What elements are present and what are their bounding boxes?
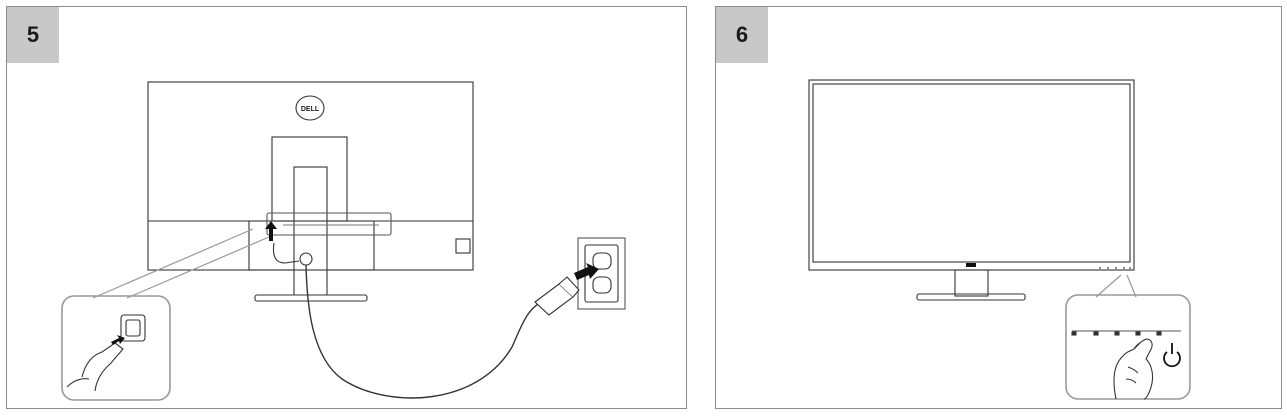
monitor-front xyxy=(808,79,1135,271)
power-icon xyxy=(1163,343,1181,368)
dell-logo xyxy=(295,95,325,121)
right-arrow-icon xyxy=(574,263,599,280)
monitor-front-power-illustration xyxy=(808,79,1191,400)
step-number-badge: 6 xyxy=(716,7,768,63)
step-number-badge: 5 xyxy=(7,7,59,63)
up-arrow-icon xyxy=(265,221,277,241)
callout-arrow-icon xyxy=(111,335,125,345)
dell-logo-text: DELL xyxy=(301,106,320,113)
step-6-panel: 6 xyxy=(715,6,1282,409)
step-5-panel: 5 xyxy=(6,6,687,409)
monitor-rear-power-illustration: DELL xyxy=(61,81,626,401)
